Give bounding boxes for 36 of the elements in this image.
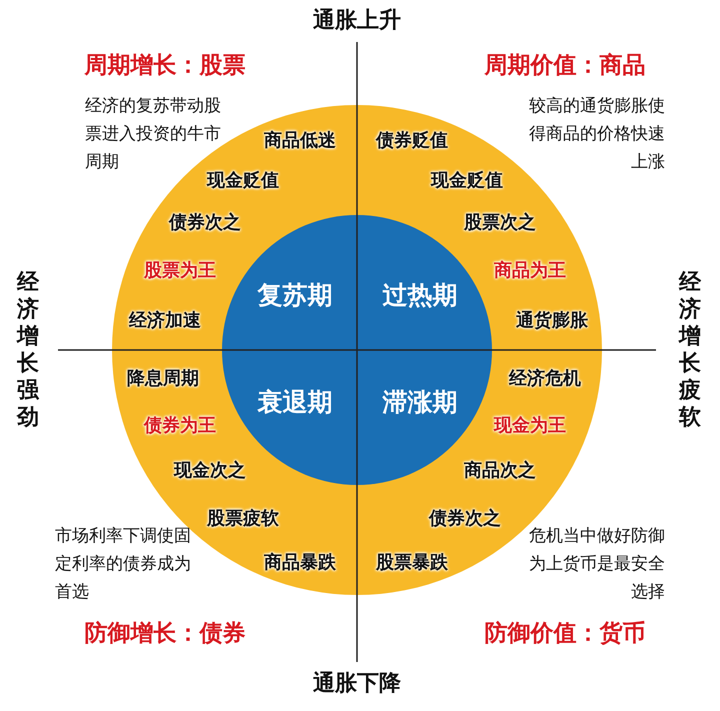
asset-label: 商品低迷: [264, 129, 336, 152]
asset-label: 债券次之: [429, 507, 501, 530]
asset-label: 债券次之: [169, 211, 241, 234]
asset-label: 现金贬值: [431, 169, 503, 192]
quadrant-heading: 周期增长：股票: [84, 52, 246, 80]
axis-label: 通胀上升: [313, 7, 401, 35]
asset-label: 股票疲软: [207, 507, 279, 530]
asset-label: 经济危机: [509, 367, 581, 390]
asset-label: 股票为王: [144, 259, 216, 282]
note-text: 经济的复苏带动股票进入投资的牛市周期: [85, 95, 221, 172]
note-text: 危机当中做好防御为上货币是最安全选择: [528, 525, 665, 604]
phase-label: 过热期: [382, 280, 458, 312]
note-text: 市场利率下调使固定利率的债券成为首选: [55, 525, 192, 604]
asset-label: 债券贬值: [376, 129, 448, 152]
asset-label: 商品为王: [494, 259, 566, 282]
quadrant-heading: 防御增长：债券: [84, 620, 246, 648]
phase-label: 复苏期: [258, 280, 332, 312]
asset-label: 债券为王: [144, 414, 216, 437]
axis-label: 经济增长强劲: [16, 269, 40, 431]
asset-label: 现金为王: [494, 414, 566, 437]
asset-label: 现金贬值: [207, 169, 279, 192]
asset-label: 通货膨胀: [516, 309, 588, 332]
axis-label: 通胀下降: [313, 670, 401, 698]
asset-label: 商品暴跌: [264, 551, 336, 574]
asset-label: 股票暴跌: [376, 551, 448, 574]
note-text: 较高的通货膨胀使得商品的价格快速上涨: [528, 95, 665, 174]
asset-label: 股票次之: [464, 211, 536, 234]
asset-label: 现金次之: [174, 459, 246, 482]
asset-label: 经济加速: [129, 309, 201, 332]
quadrant-heading: 周期价值：商品: [484, 52, 646, 80]
axis-label: 经济增长疲软: [678, 269, 702, 431]
phase-label: 衰退期: [258, 386, 332, 418]
quadrant-heading: 防御价值：货币: [484, 620, 646, 648]
phase-label: 滞涨期: [382, 386, 458, 418]
asset-label: 商品次之: [464, 459, 536, 482]
asset-label: 降息周期: [127, 367, 199, 390]
